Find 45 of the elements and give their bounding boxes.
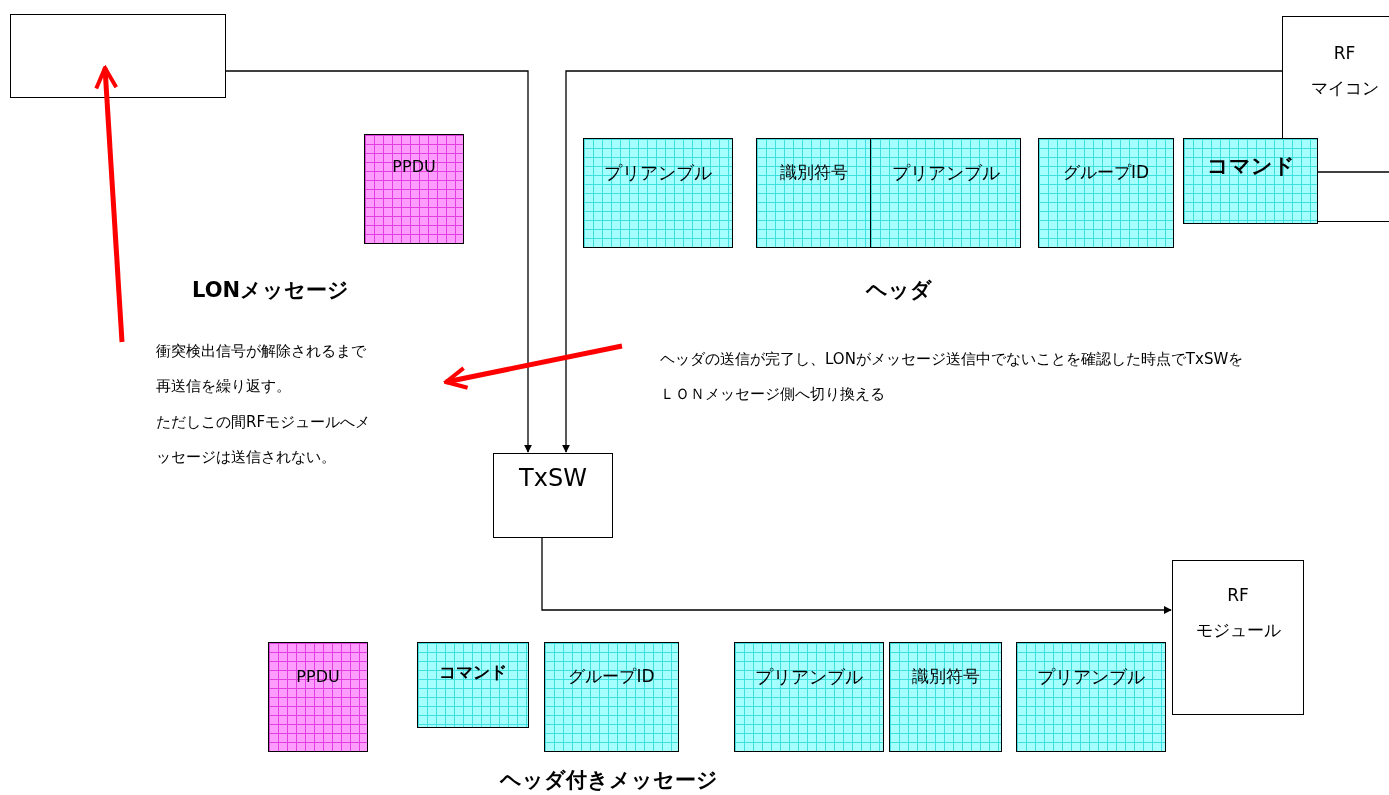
arrow xyxy=(225,70,532,453)
block-label: プリアンブル xyxy=(1037,665,1145,689)
block-label: コマンド xyxy=(1206,153,1295,180)
block-label: PPDU xyxy=(392,157,436,176)
block-label: TxSW xyxy=(519,464,587,492)
frame-field xyxy=(1016,642,1166,752)
block-label: 識別符号 xyxy=(911,665,980,688)
frame-field xyxy=(268,642,368,752)
block-label: モジュール xyxy=(1195,619,1281,642)
arrow xyxy=(94,66,125,343)
block-label: RF xyxy=(1333,43,1356,63)
frame-field xyxy=(1183,138,1318,224)
frame-field xyxy=(364,134,464,244)
note-text: 衝突検出信号が解除されるまで再送信を繰り返す。 xyxy=(156,341,367,398)
arrow xyxy=(541,537,1172,614)
note-text: ヘッダの送信が完了し、LONがメッセージ送信中でないことを確認した時点でTxSWを xyxy=(660,349,1244,370)
frame-field xyxy=(756,138,871,248)
note-text: ＬＯＮメッセージ側へ切り換える xyxy=(660,384,885,406)
chip-box xyxy=(10,14,226,98)
block-label: コマンド xyxy=(439,661,507,684)
frame-field xyxy=(889,642,1002,752)
block-label: グループID xyxy=(1062,161,1150,184)
connector-line xyxy=(1317,171,1389,173)
block-label: グループID xyxy=(568,665,655,688)
frame-field xyxy=(544,642,679,752)
frame-field xyxy=(870,138,1021,248)
section-caption: LONメッセージ xyxy=(192,277,350,304)
block-box xyxy=(493,453,613,538)
arrow xyxy=(562,70,1283,453)
arrow xyxy=(444,343,623,390)
frame-field xyxy=(734,642,884,752)
block-label: プリアンブル xyxy=(755,665,863,689)
section-caption: ヘッダ xyxy=(866,277,932,304)
frame-field xyxy=(1038,138,1174,248)
block-label: PPDU xyxy=(296,667,340,686)
block-label: RF xyxy=(1227,585,1249,605)
block-label: プリアンブル xyxy=(891,161,1000,185)
block-box xyxy=(1172,560,1304,715)
block-label: 識別符号 xyxy=(779,161,848,184)
frame-field xyxy=(417,642,529,728)
block-label: プリアンブル xyxy=(604,161,712,185)
section-caption: ヘッダ付きメッセージ xyxy=(500,767,718,794)
frame-field xyxy=(583,138,733,248)
block-label: マイコン xyxy=(1310,77,1379,100)
note-text: ただしこの間RFモジュールへメッセージは送信されない。 xyxy=(156,411,372,468)
